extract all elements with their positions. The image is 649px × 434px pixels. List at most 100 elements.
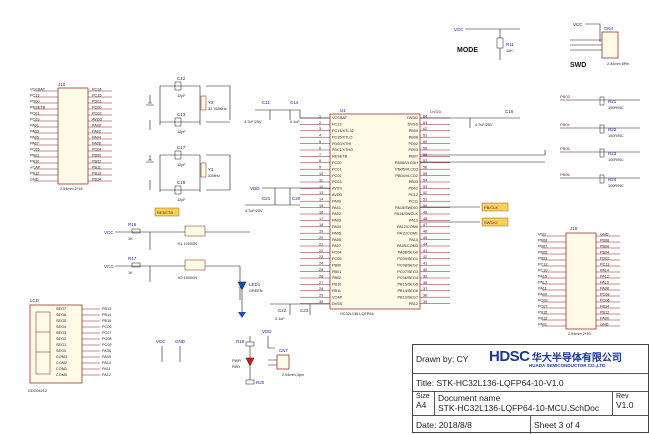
svg-text:R17: R17 [128,256,137,261]
power-posts: VCC GND [156,339,186,362]
swd-section: VCC CN4 2.54mm,5Pin SWD [570,22,629,69]
lcd-pin-net: PA11 [102,367,111,371]
lcd-pin-label: SEG2 [56,337,66,341]
j16-net-a: PB15 [538,311,547,315]
lcd-pin-label: COM2 [56,361,67,365]
j16-net-b: PB14 [600,305,609,309]
j10-body [57,87,89,185]
mcu-pin-right-label: PB07 [409,155,418,159]
j10-net-a: PD00 [30,100,40,104]
svg-text:100R/NC: 100R/NC [608,106,624,110]
reset-net-label: RESETB [157,210,173,215]
lcd-pin-label: SEG6 [56,313,66,317]
j16-net-b: GND [600,233,609,237]
mcu-pin-right-label: PD03 [409,148,419,152]
mcu-pin-left-num: 8 [319,159,321,163]
svg-text:R20: R20 [256,380,265,385]
mcu-pin-right-num: 60 [423,140,427,144]
mcu-pin-right-label: PA14/SWCLK [394,212,418,216]
j16-net-b: PA14 [600,269,609,273]
mcu-pin-right-label: PA13 [409,219,418,223]
j16-net-b: PC11 [600,263,609,267]
mcu-pin-left-num: 20 [319,236,323,240]
swd-label: SWD [570,62,586,69]
mcu-pin-left-label: PA00 [332,199,341,203]
mcu-pin-left-num: 30 [319,300,323,304]
mcu-pin-left-num: 5 [319,140,321,144]
mcu-pin-left-num: 29 [319,294,323,298]
mcu-pin-left-label: VCAP [332,295,343,299]
mcu-pin-right-num: 45 [423,236,427,240]
cn4-body [601,31,619,59]
company-name-en: HUADA SEMICONDUCTOR CO.,LTD [529,363,606,368]
j10-net-b: PB13 [92,172,101,176]
j16-note: 2.54mm,2*16 [568,332,591,336]
sheet-value: 3 [558,420,564,430]
svg-text:PB06: PB06 [560,172,571,177]
svg-text:C13: C13 [177,112,186,117]
mcu-pin-right-label: PB03 [409,180,418,184]
j16-ref: J16 [570,226,578,231]
mcu-pin-left-num: 21 [319,242,323,246]
mcu-pin-right-num: 56 [423,166,427,170]
mcu-body [329,113,421,310]
svg-text:12pF: 12pF [177,163,186,167]
mcu-pin-left-num: 19 [319,230,323,234]
lcd-part: GDC04212 [28,389,47,393]
mcu-pin-right-label: PB09 [409,129,418,133]
mcu-pin-left-num: 10 [319,172,323,176]
svg-text:R11: R11 [506,42,514,47]
title-block: Drawn by: CY HDSC 华大半导体有限公司 HUADA SEMICO… [412,344,649,434]
j16-net-a: PA01 [538,323,547,327]
mcu-pin-right-num: 50 [423,204,427,208]
svg-text:C20: C20 [292,196,301,201]
svg-text:100R/NC: 100R/NC [608,184,624,188]
mcu-pin-right-label: PB12 [409,302,418,306]
vcc-label-1: VCC [104,230,114,235]
mcu-pin-left-num: 24 [319,262,323,266]
j16-net-a: PB05 [538,251,547,255]
j10-net-b: PA02 [92,130,101,134]
svg-text:DVDD: DVDD [430,109,441,114]
mcu-pin-right-num: 53 [423,185,427,189]
res-r17: R17 1K [128,256,141,275]
docname-value: STK-HC32L136-LQFP64-10-MCU.SchDoc [438,403,600,413]
mcu-pin-left-label: PC03 [332,180,342,184]
rev-cell: Rev V1.0 [613,392,649,415]
title-row-drawn: Drawn by: CY HDSC 华大半导体有限公司 HUADA SEMICO… [413,345,648,373]
j16-net-a: PA11 [538,287,547,291]
j10-net-a: PB01 [30,154,39,158]
j16-net-a: PC10 [538,269,548,273]
size-value: A4 [416,400,427,410]
mcu-pin-left-num: 28 [319,287,323,291]
svg-text:VDD: VDD [262,329,272,334]
lcd-pin-label: COM0 [56,373,67,377]
lcd-pin-label: COM3 [56,355,67,359]
lcd-pin-label: SEG0 [56,349,66,353]
svg-text:R22: R22 [608,127,617,132]
sheet-cell: Sheet 3 of 4 [531,416,649,434]
j10-net-a: PC05 [30,148,40,152]
j16-net-a: PB03 [538,257,547,261]
j16-net-a: PB07 [538,245,547,249]
mcu-pin-right-num: 41 [423,262,427,266]
mcu-pin-right-label: PB14/SEG6 [398,289,418,293]
title-row-title: Title: STK-HC32L136-LQFP64-10-V1.0 [413,373,648,391]
mcu-pin-left-num: 4 [319,134,321,138]
svg-text:C16: C16 [505,109,514,114]
mcu-pin-left-num: 7 [319,153,321,157]
svg-text:1K: 1K [128,271,133,275]
reset-net-flag [154,207,180,217]
mcu-pin-left-label: PD01/XTHO [332,148,353,152]
j10-pins: VCCBATPC13PD00RESETBPC01PC03PA01PA03PA05… [30,88,112,182]
rev-label: Rev [616,393,629,400]
lcd-pin-label: SEG5 [56,319,66,323]
j16-net-a: PA09 [538,293,547,297]
mcu-pin-right-num: 36 [423,294,427,298]
